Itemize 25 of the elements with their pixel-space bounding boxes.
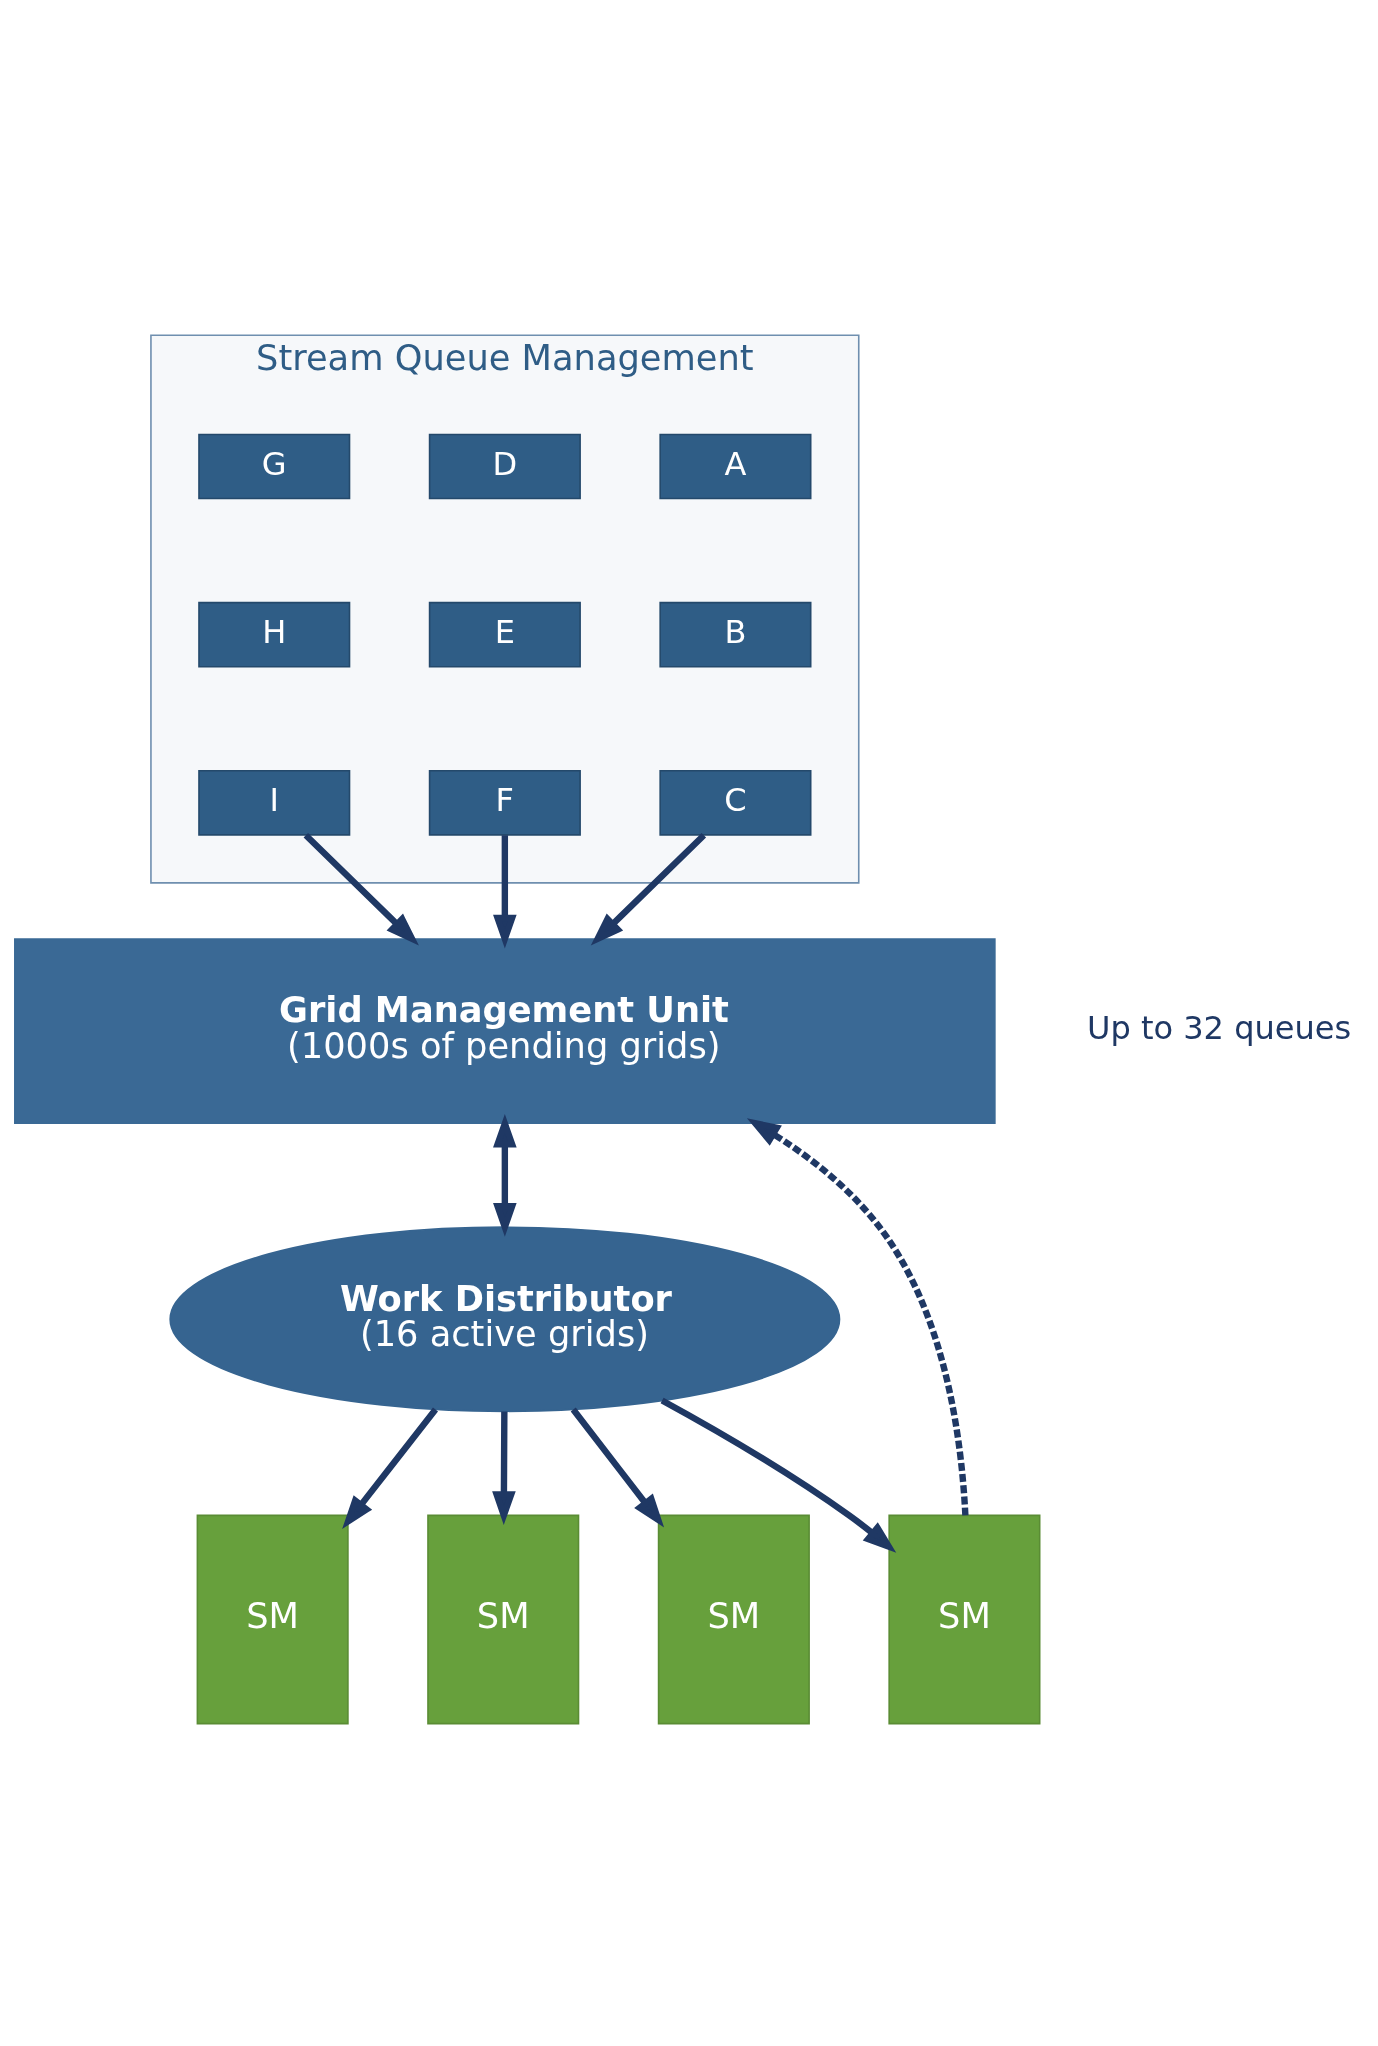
arrow — [660, 1397, 897, 1553]
node-box: Grid Management Unit (1000s of pending grids) — [14, 938, 996, 1124]
node-box: SM — [657, 1514, 810, 1725]
node-box: I — [198, 770, 351, 836]
arrow — [303, 832, 419, 946]
node-box: B — [659, 601, 812, 668]
node-box: SM — [427, 1514, 580, 1725]
node-box: E — [428, 601, 581, 668]
node-ellipse: Work Distributor (16 active grids) — [169, 1226, 841, 1413]
arrow — [746, 1118, 969, 1516]
arrow — [493, 835, 517, 949]
node-box: F — [428, 770, 581, 836]
label: Up to 32 queues — [1086, 1009, 1352, 1048]
arrow — [492, 1411, 516, 1525]
arrow — [590, 832, 707, 946]
node-box: A — [659, 433, 812, 500]
node-box: G — [198, 433, 351, 500]
arrow — [570, 1407, 665, 1528]
arrow — [493, 1113, 517, 1237]
node-box: D — [428, 433, 581, 500]
node-box: C — [659, 770, 812, 836]
node-box: SM — [888, 1514, 1041, 1725]
node-box: H — [198, 601, 351, 668]
arrow — [342, 1407, 438, 1529]
node-box: SM — [196, 1514, 349, 1725]
